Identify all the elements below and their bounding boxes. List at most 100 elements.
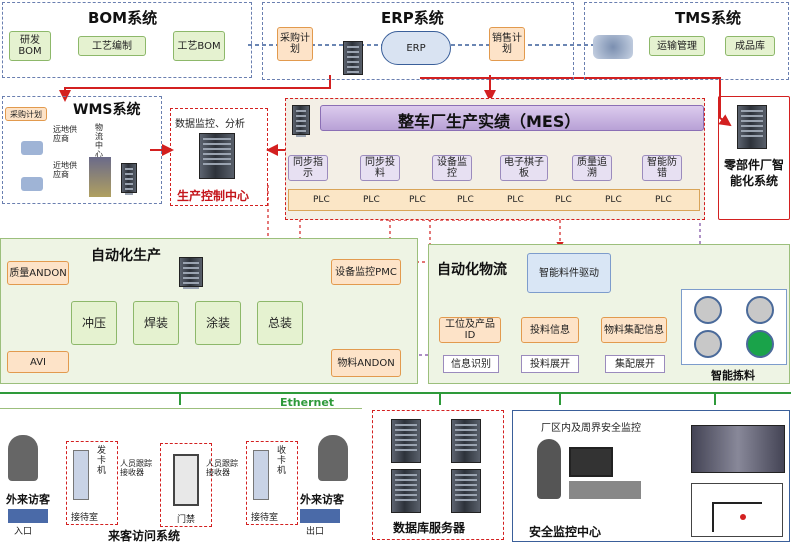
ethernet-label: Ethernet — [280, 396, 335, 409]
painting-station: 涂装 — [195, 301, 241, 345]
plc-label: PLC — [457, 195, 474, 205]
door-icon — [173, 454, 199, 506]
station-product-id-node: 工位及产品ID — [439, 317, 501, 343]
security-monitor-label: 厂区内及周界安全监控 — [541, 423, 641, 434]
sync-instruction-module: 同步指示 — [288, 155, 328, 181]
welding-station: 焊装 — [133, 301, 179, 345]
auto-logistics-title: 自动化物流 — [437, 262, 507, 278]
plc-label: PLC — [363, 195, 380, 205]
truck-icon — [21, 141, 43, 155]
plc-label: PLC — [655, 195, 672, 205]
security-center-panel: 厂区内及周界安全监控 安全监控中心 — [512, 410, 790, 542]
quality-andon-node: 质量ANDON — [7, 261, 69, 285]
reception-room-right: 收卡机 接待室 — [246, 441, 298, 525]
plc-label: PLC — [409, 195, 426, 205]
person-walking-icon — [8, 435, 38, 481]
plc-label: PLC — [507, 195, 524, 205]
equipment-monitor-module: 设备监控 — [432, 155, 472, 181]
info-recognition-node: 信息识别 — [443, 355, 499, 373]
access-gate-panel: 门禁 — [160, 443, 212, 527]
logistics-building-icon — [89, 157, 111, 197]
process-planning-node: 工艺编制 — [78, 36, 146, 56]
finished-goods-node: 成品库 — [725, 36, 775, 56]
tms-system-title: TMS系统 — [675, 9, 741, 27]
db-server-title: 数据库服务器 — [393, 521, 466, 535]
gate-label: 门禁 — [177, 515, 196, 525]
transport-management-node: 运输管理 — [649, 36, 705, 56]
operator-icon — [537, 439, 561, 499]
rd-bom-node: 研发BOM — [9, 31, 51, 61]
picking-light-icon — [746, 296, 774, 324]
mes-title: 整车厂生产实绩（MES） — [398, 112, 581, 131]
process-bom-node: 工艺BOM — [173, 31, 225, 61]
smart-picking-panel — [681, 289, 787, 365]
picking-light-active-icon — [746, 330, 774, 358]
db-server-icon — [451, 469, 481, 513]
smart-picking-title: 智能拣料 — [711, 369, 755, 382]
assembly-station: 总装 — [257, 301, 303, 345]
picking-light-icon — [694, 296, 722, 324]
visitor-system-title: 来客访问系统 — [108, 529, 181, 543]
sync-feeding-module: 同步投料 — [360, 155, 400, 181]
mes-title-bar — [320, 105, 704, 131]
plc-label: PLC — [555, 195, 572, 205]
perimeter-map-icon — [691, 483, 783, 537]
picking-light-icon — [694, 330, 722, 358]
db-server-panel: 数据库服务器 — [372, 410, 504, 540]
tracker-left-label: 人员跟踪接收器 — [120, 459, 152, 477]
truck-icon — [21, 177, 43, 191]
console-desk-icon — [569, 481, 641, 499]
visitor-system-panel: 外来访客 入口 发卡机 接待室 人员跟踪接收器 门禁 人员跟踪接收器 收卡机 接… — [0, 408, 362, 543]
feeding-info-node: 投料信息 — [521, 317, 579, 343]
production-control-panel: 数据监控、分析 生产控制中心 — [170, 108, 268, 206]
security-center-title: 安全监控中心 — [529, 525, 602, 539]
card-machine-icon — [73, 450, 89, 500]
monitor-icon — [569, 447, 613, 477]
parts-factory-panel: 零部件厂智能化系统 — [718, 96, 790, 220]
entrance-arrow — [8, 509, 48, 523]
remote-supplier-label: 远地供应商 — [53, 125, 77, 143]
purchase-plan-node: 采购计划 — [277, 27, 313, 61]
erp-server-icon — [343, 41, 363, 75]
stamping-station: 冲压 — [71, 301, 117, 345]
parts-server-icon — [737, 105, 767, 149]
wms-purchase-plan-node: 采购计划 — [5, 107, 47, 121]
material-andon-node: 物料ANDON — [331, 349, 401, 377]
plc-bar: PLC PLC PLC PLC PLC PLC PLC PLC — [288, 189, 700, 211]
mes-server-icon — [292, 105, 310, 135]
wms-server-icon — [121, 163, 137, 193]
wms-system-title: WMS系统 — [73, 102, 141, 118]
visitor-out-label: 外来访客 — [300, 493, 344, 506]
reception-room-left: 发卡机 接待室 — [66, 441, 118, 525]
logistics-center-label: 物流中心 — [95, 123, 103, 159]
auto-production-title: 自动化生产 — [91, 248, 161, 264]
plc-label: PLC — [313, 195, 330, 205]
control-server-icon — [199, 133, 235, 179]
quality-trace-module: 质量追溯 — [572, 155, 612, 181]
feeding-expand-node: 投料展开 — [521, 355, 579, 373]
data-monitoring-label: 数据监控、分析 — [175, 119, 245, 130]
visitor-in-label: 外来访客 — [6, 493, 50, 506]
bom-system-panel: BOM系统 研发BOM 工艺编制 工艺BOM — [2, 2, 252, 78]
video-wall-icon — [691, 425, 785, 473]
db-server-icon — [391, 469, 421, 513]
plc-label: PLC — [605, 195, 622, 205]
avi-node: AVI — [7, 351, 69, 373]
erp-to-wms-arrow — [59, 75, 331, 102]
reception-right-label: 接待室 — [251, 513, 279, 523]
parts-factory-title: 零部件厂智能化系统 — [723, 158, 784, 188]
wms-system-panel: WMS系统 采购计划 远地供应商 近地供应商 物流中心 — [2, 96, 162, 204]
kitting-info-node: 物料集配信息 — [601, 317, 667, 343]
equipment-pmc-node: 设备监控PMC — [331, 259, 401, 285]
auto-production-panel: 自动化生产 质量ANDON 设备监控PMC 冲压 焊装 涂装 总装 AVI 物料… — [0, 238, 418, 384]
error-proofing-module: 智能防错 — [642, 155, 682, 181]
person-walking-icon — [318, 435, 348, 481]
db-server-icon — [451, 419, 481, 463]
erp-core-node: ERP — [381, 31, 451, 65]
tms-system-panel: TMS系统 运输管理 成品库 — [584, 2, 789, 80]
production-control-title: 生产控制中心 — [177, 189, 250, 203]
card-issuer-label: 发卡机 — [97, 446, 107, 476]
kitting-expand-node: 集配展开 — [605, 355, 665, 373]
transport-network-icon — [593, 35, 633, 59]
erp-system-panel: ERP系统 采购计划 ERP 销售计划 — [262, 2, 574, 80]
